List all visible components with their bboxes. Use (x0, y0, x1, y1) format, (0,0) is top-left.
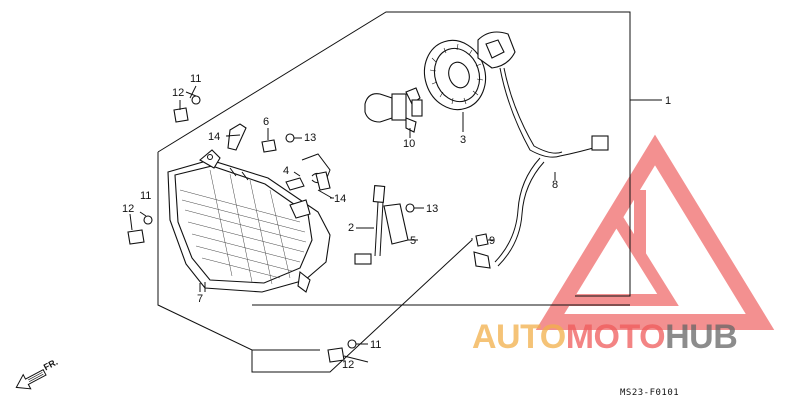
callout-8: 8 (552, 179, 558, 191)
callout-1: 1 (665, 95, 671, 107)
callout-12-left: 12 (122, 203, 134, 215)
callout-11-left: 11 (140, 190, 151, 202)
screw-6 (261, 128, 277, 153)
assembly-frame (157, 11, 662, 373)
callout-9: 9 (489, 235, 495, 247)
callout-3: 3 (460, 134, 466, 146)
callout-14-upper: 14 (208, 131, 220, 143)
bolt-nut-top (173, 85, 201, 123)
drawing-code: MS23-F0101 (620, 388, 679, 398)
screw-13a (285, 133, 302, 143)
callout-5: 5 (410, 235, 416, 247)
watermark-text-moto: MOTO (566, 318, 665, 356)
front-direction-arrow-icon (15, 369, 47, 390)
front-direction-label: FR. (42, 357, 59, 373)
callout-2: 2 (348, 222, 354, 234)
watermark-logo-icon (535, 134, 775, 330)
headlight-bulb (364, 87, 423, 138)
bolt-nut-left (127, 215, 153, 245)
callout-13-upper: 13 (304, 132, 316, 144)
callout-10: 10 (403, 138, 415, 150)
adjusting-screw (354, 184, 386, 265)
watermark-text-hub: HUB (665, 318, 737, 356)
grommet-9 (475, 233, 494, 247)
bolt-nut-bottom (327, 339, 369, 363)
watermark-text: AUTOMOTOHUB (472, 318, 737, 356)
leader-lines (129, 91, 362, 292)
callout-13-lower: 13 (426, 203, 438, 215)
callout-14-lower: 14 (334, 193, 346, 205)
spring-14a (226, 123, 247, 151)
callout-6: 6 (263, 116, 269, 128)
spring-14b (315, 171, 334, 199)
adjuster-clip (383, 203, 418, 245)
callout-11-bottom: 11 (370, 339, 381, 351)
callout-12-bottom: 12 (342, 359, 354, 371)
callout-4: 4 (283, 165, 289, 177)
wire-harness (473, 31, 609, 269)
screw-13b (405, 203, 424, 213)
headlight-unit (167, 149, 331, 293)
watermark-text-auto: AUTO (472, 318, 566, 356)
socket-cover (423, 39, 487, 132)
callout-11-top: 11 (190, 73, 201, 85)
callout-7: 7 (197, 293, 203, 305)
callout-12-top: 12 (172, 87, 184, 99)
